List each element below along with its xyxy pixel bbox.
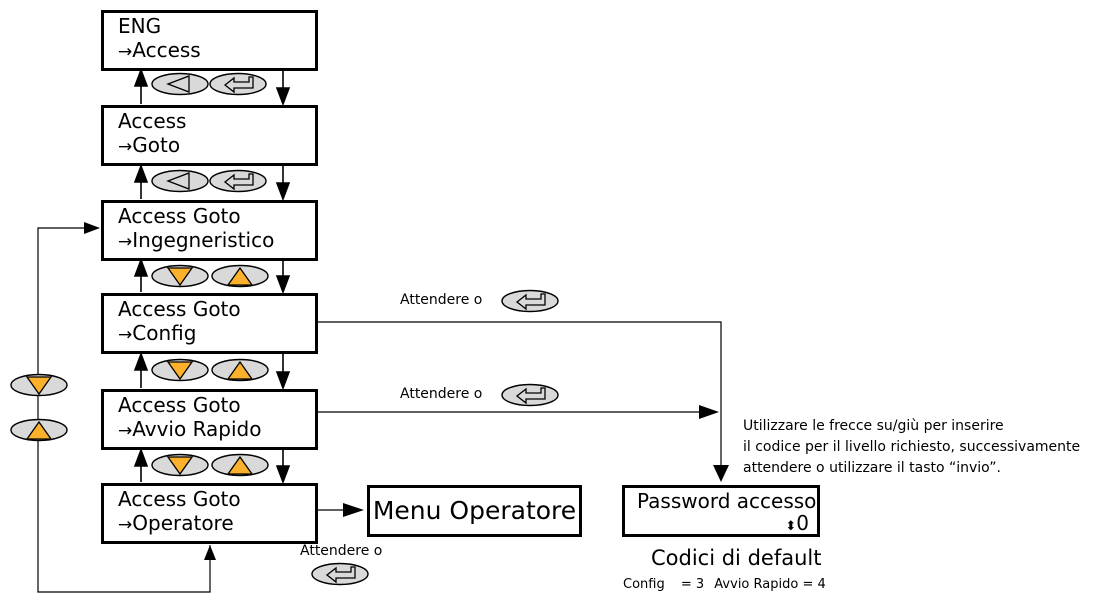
screen-line-1: Access Goto xyxy=(118,487,241,511)
password-box: Password accesso ⬍0 xyxy=(622,485,820,537)
screen-line-1: Access Goto xyxy=(118,204,241,228)
selection-arrow-icon: → xyxy=(118,42,133,62)
screen-line-2: →Ingegneristico xyxy=(118,228,275,252)
default-config-label: Config xyxy=(623,577,665,592)
down-key-icon[interactable] xyxy=(151,264,209,288)
screen-line-1: Access Goto xyxy=(118,297,241,321)
enter-key-icon[interactable] xyxy=(501,289,559,313)
screen-line-2: →Access xyxy=(118,38,201,62)
arrowhead-avvio-right xyxy=(699,405,719,419)
loop-line xyxy=(37,227,211,593)
screen-line-1: ENG xyxy=(118,14,162,38)
screen-access-goto: Access →Goto xyxy=(101,105,318,166)
selection-arrow-icon: → xyxy=(118,137,133,157)
loop-arrowhead-up xyxy=(204,545,216,560)
up-key-icon[interactable] xyxy=(211,453,269,477)
instruction-line-1: Utilizzare le frecce su/giù per inserire xyxy=(743,418,1004,434)
screen-config: Access Goto →Config xyxy=(101,293,318,354)
up-key-icon[interactable] xyxy=(211,264,269,288)
menu-operatore-box: Menu Operatore xyxy=(367,485,582,537)
enter-key-icon[interactable] xyxy=(209,169,267,193)
up-key-icon[interactable] xyxy=(10,418,68,442)
selection-arrow-icon: → xyxy=(118,421,133,441)
screen-line-2: →Goto xyxy=(118,133,181,157)
password-title: Password accesso xyxy=(637,489,817,513)
down-key-icon[interactable] xyxy=(10,373,68,397)
enter-key-icon[interactable] xyxy=(311,562,369,586)
down-key-icon[interactable] xyxy=(151,453,209,477)
instruction-line-2: il codice per il livello richiesto, succ… xyxy=(743,439,1081,455)
defaults-title: Codici di default xyxy=(651,546,822,570)
screen-avvio-rapido: Access Goto →Avvio Rapido xyxy=(101,389,318,450)
default-config-value: = 3 xyxy=(680,577,705,592)
selection-arrow-icon: → xyxy=(118,232,133,252)
password-value-field[interactable]: ⬍0 xyxy=(785,511,809,535)
enter-key-icon[interactable] xyxy=(209,72,267,96)
arrowhead-to-menu xyxy=(343,503,364,517)
default-rapido-label: Avvio Rapido xyxy=(714,577,799,592)
arrowhead-to-password xyxy=(713,465,729,482)
screen-line-2: →Avvio Rapido xyxy=(118,417,262,441)
screen-line-2: →Config xyxy=(118,321,197,345)
wait-label-operatore: Attendere o xyxy=(300,543,383,559)
default-rapido-value: = 4 xyxy=(802,577,826,592)
back-key-icon[interactable] xyxy=(151,72,209,96)
back-key-icon[interactable] xyxy=(151,169,209,193)
down-key-icon[interactable] xyxy=(151,358,209,382)
wait-label-config: Attendere o xyxy=(400,292,483,308)
screen-line-1: Access Goto xyxy=(118,393,241,417)
enter-key-icon[interactable] xyxy=(501,383,559,407)
defaults-codes: Config = 3 Avvio Rapido = 4 xyxy=(623,577,826,592)
up-key-icon[interactable] xyxy=(211,358,269,382)
instruction-text: Utilizzare le frecce su/giù per inserire… xyxy=(743,416,1080,479)
password-value: 0 xyxy=(796,511,809,535)
navigation-arrows xyxy=(133,67,291,485)
updown-arrows-icon: ⬍ xyxy=(785,519,797,534)
screen-eng-access: ENG →Access xyxy=(101,10,318,71)
loop-arrowhead-right xyxy=(84,222,100,234)
password-lines xyxy=(317,321,722,511)
selection-arrow-icon: → xyxy=(118,515,133,535)
screen-line-1: Access xyxy=(118,109,187,133)
screen-operatore: Access Goto →Operatore xyxy=(101,483,318,544)
instruction-line-3: attendere o utilizzare il tasto “invio”. xyxy=(743,460,1001,476)
screen-line-2: →Operatore xyxy=(118,511,234,535)
screen-ingegneristico: Access Goto →Ingegneristico xyxy=(101,200,318,261)
wait-label-avvio: Attendere o xyxy=(400,386,483,402)
selection-arrow-icon: → xyxy=(118,325,133,345)
